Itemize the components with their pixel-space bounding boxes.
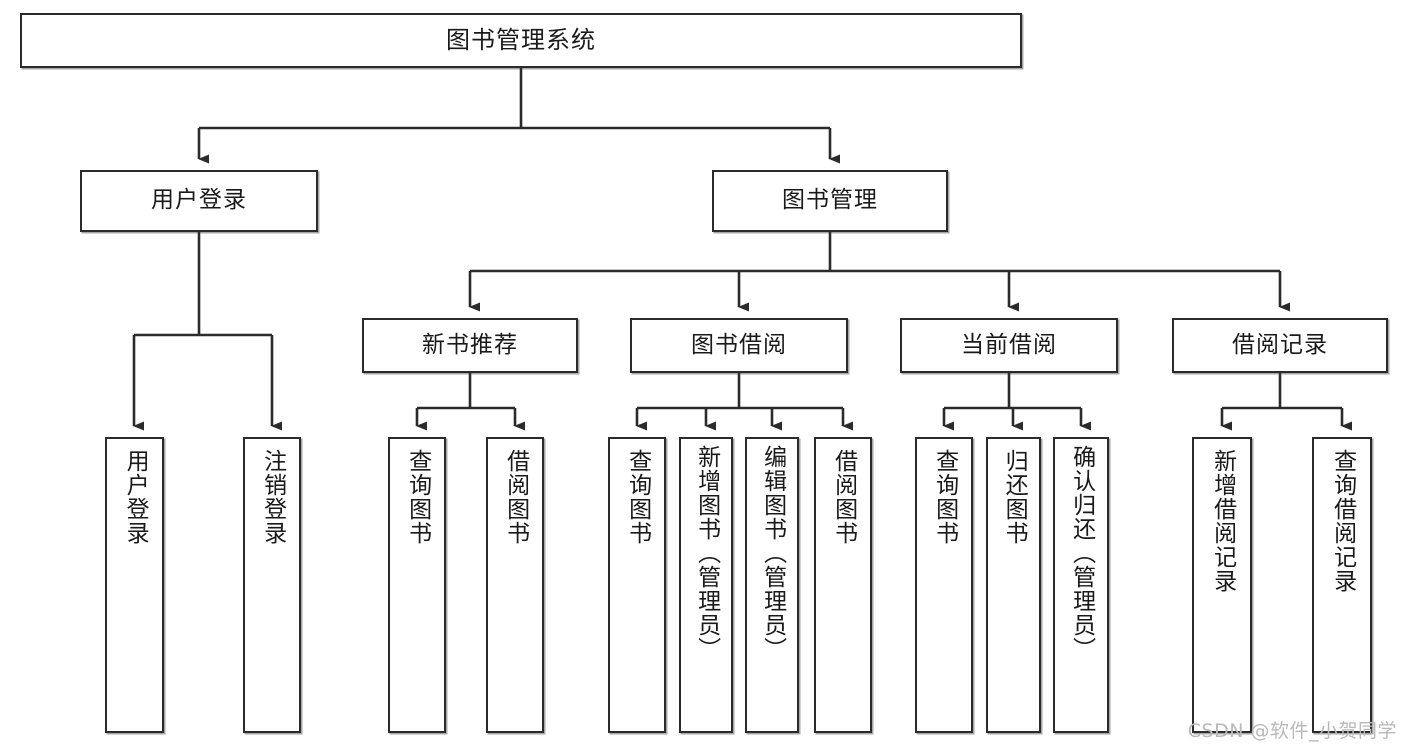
node-label: 图书管理 [782,187,878,214]
leaf-node-add-book-admin[interactable]: 新增图书（管理员） [679,437,733,733]
node-label: 借阅图书 [830,449,857,545]
leaf-node-user-login[interactable]: 用户登录 [105,437,164,733]
node-label: 图书借阅 [691,331,787,358]
node-label: 查询借阅记录 [1329,449,1356,593]
leaf-node-add-borrow-record[interactable]: 新增借阅记录 [1192,437,1252,733]
leaf-node-query-borrow-record[interactable]: 查询借阅记录 [1312,437,1372,733]
node-label: 新增借阅记录 [1209,449,1236,593]
node-new-book-recommendation[interactable]: 新书推荐 [362,318,578,373]
node-label: 借阅图书 [502,449,529,545]
node-label: 查询图书 [624,449,651,545]
node-current-borrowing[interactable]: 当前借阅 [900,318,1118,373]
node-label: 编辑图书（管理员） [759,445,786,661]
node-label: 用户登录 [122,449,149,545]
node-label: 归还图书 [1001,449,1028,545]
node-label: 当前借阅 [961,331,1057,358]
leaf-node-borrow-books-bb[interactable]: 借阅图书 [814,437,872,733]
leaf-node-borrow-books-nbr[interactable]: 借阅图书 [486,437,544,733]
node-label: 用户登录 [151,187,247,214]
node-label: 查询图书 [404,449,431,545]
node-label: 查询图书 [931,449,958,545]
leaf-node-query-books-cb[interactable]: 查询图书 [915,437,973,733]
node-label: 确认归还（管理员） [1068,445,1095,661]
node-label: 新增图书（管理员） [693,445,720,661]
leaf-node-confirm-return-admin[interactable]: 确认归还（管理员） [1053,437,1109,733]
node-label: 图书管理系统 [446,26,596,55]
node-book-management-system[interactable]: 图书管理系统 [20,13,1022,68]
node-book-borrowing[interactable]: 图书借阅 [630,318,848,373]
node-label: 注销登录 [259,449,286,545]
node-borrow-records[interactable]: 借阅记录 [1172,318,1388,373]
leaf-node-edit-book-admin[interactable]: 编辑图书（管理员） [745,437,799,733]
node-label: 新书推荐 [422,331,518,358]
node-label: 借阅记录 [1232,331,1328,358]
csdn-watermark: CSDN @软件_小贺同学 [1187,720,1397,742]
node-book-management[interactable]: 图书管理 [712,170,948,232]
leaf-node-logout[interactable]: 注销登录 [243,437,301,733]
node-user-login[interactable]: 用户登录 [80,170,318,232]
leaf-node-query-books-nbr[interactable]: 查询图书 [388,437,446,733]
leaf-node-query-books-bb[interactable]: 查询图书 [608,437,666,733]
leaf-node-return-books[interactable]: 归还图书 [986,437,1041,733]
